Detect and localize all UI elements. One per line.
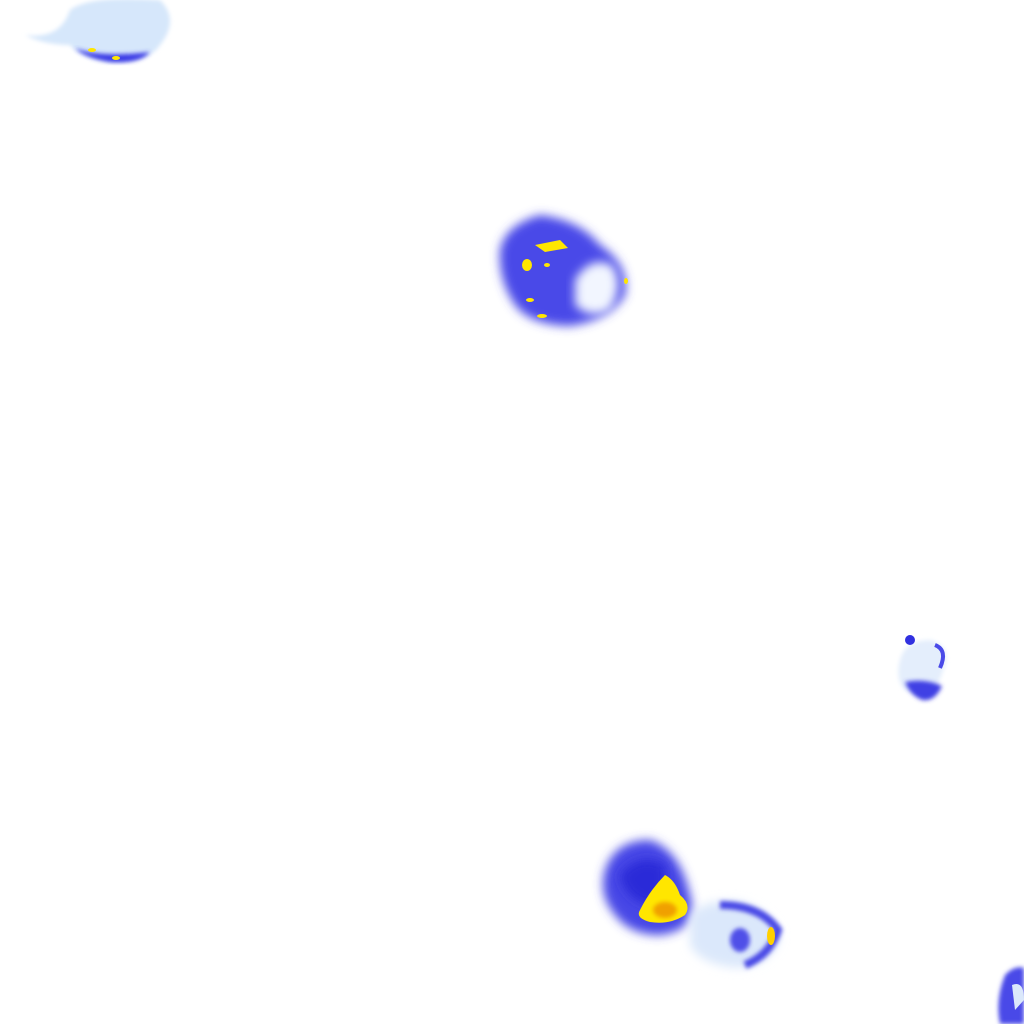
cell-bottom-pair <box>602 840 783 969</box>
cell-right <box>898 635 946 701</box>
cell-top-left <box>25 0 170 63</box>
cell-bottom-right-edge <box>998 967 1024 1024</box>
cell-center <box>499 215 628 326</box>
